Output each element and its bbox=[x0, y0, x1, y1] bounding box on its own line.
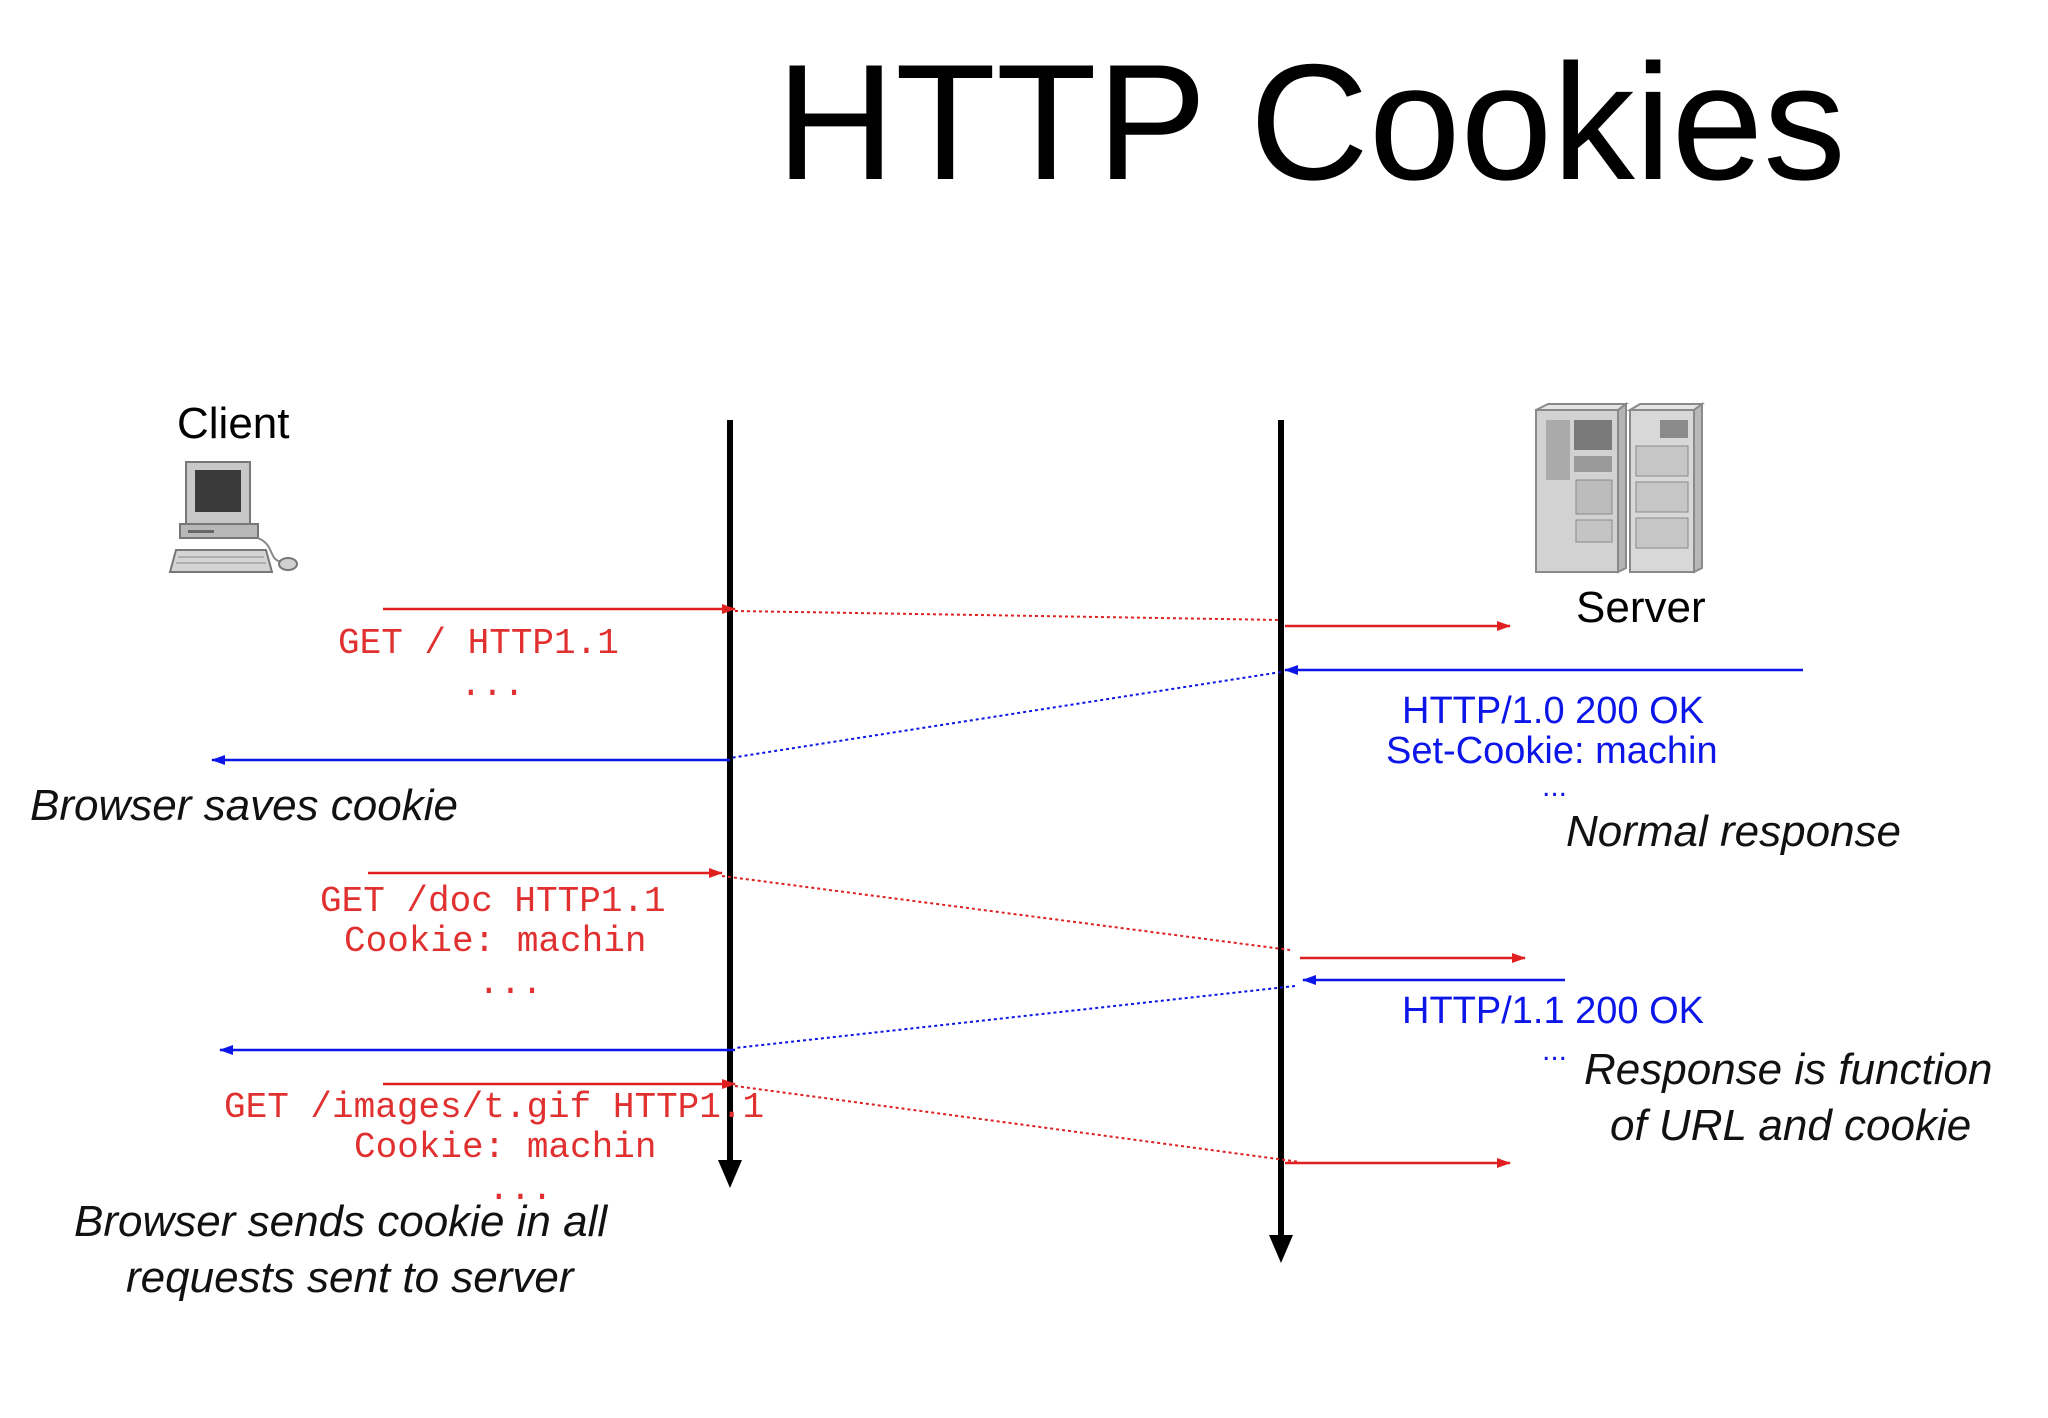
page-title: HTTP Cookies bbox=[776, 30, 1846, 214]
request-3-line-1: GET /images/t.gif HTTP1.1 bbox=[224, 1087, 765, 1128]
request-1-dotted bbox=[734, 610, 1282, 621]
response-2-status: HTTP/1.1 200 OK bbox=[1402, 990, 1705, 1032]
request-3-cookie: Cookie: machin bbox=[354, 1127, 657, 1168]
note-browser-saves: Browser saves cookie bbox=[30, 781, 458, 830]
request-3-ellipsis: ... bbox=[488, 1169, 553, 1210]
note-browser-sends-1: Browser sends cookie in all bbox=[74, 1197, 608, 1246]
note-response-function-1: Response is function bbox=[1584, 1045, 1993, 1094]
server-timeline-arrowhead bbox=[1269, 1235, 1293, 1263]
response-1-set-cookie: Set-Cookie: machin bbox=[1386, 730, 1718, 772]
response-1-status: HTTP/1.0 200 OK bbox=[1402, 690, 1705, 732]
request-3-dotted bbox=[734, 1085, 1301, 1163]
response-1-dotted bbox=[729, 671, 1282, 759]
request-2-line-1: GET /doc HTTP1.1 bbox=[320, 881, 666, 922]
note-normal-response: Normal response bbox=[1566, 807, 1902, 856]
note-response-function-2: of URL and cookie bbox=[1610, 1101, 1972, 1150]
server-rack-icon bbox=[1535, 402, 1705, 574]
client-label: Client bbox=[177, 399, 290, 448]
request-1-ellipsis: ... bbox=[460, 665, 525, 706]
client-timeline-arrowhead bbox=[718, 1160, 742, 1188]
note-browser-sends-2: requests sent to server bbox=[126, 1253, 574, 1302]
response-1-ellipsis: ... bbox=[1542, 770, 1568, 803]
desktop-computer-icon bbox=[168, 461, 298, 573]
request-1-line-1: GET / HTTP1.1 bbox=[338, 623, 619, 664]
response-2-dotted bbox=[734, 985, 1296, 1049]
request-2-dotted bbox=[721, 875, 1291, 951]
request-2-cookie: Cookie: machin bbox=[344, 921, 647, 962]
request-2-ellipsis: ... bbox=[478, 963, 543, 1004]
response-2-ellipsis: ... bbox=[1542, 1034, 1568, 1067]
server-label: Server bbox=[1576, 583, 1706, 632]
